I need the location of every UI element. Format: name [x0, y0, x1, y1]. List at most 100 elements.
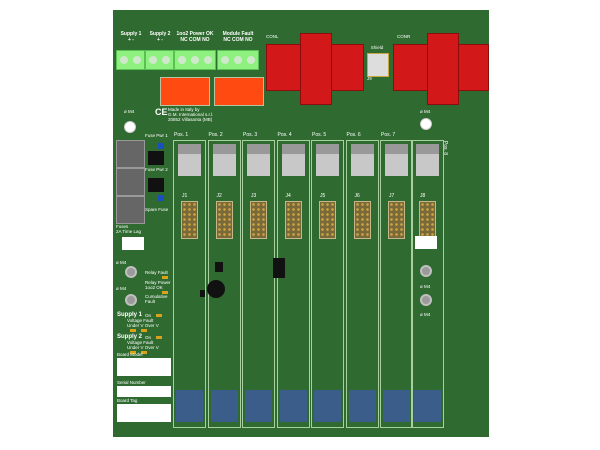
j9-label: J9 — [367, 76, 372, 81]
board-tag-label: Board Tag — [117, 398, 138, 403]
fuse-pwr2-label: Fuse Pwr 2 — [145, 167, 168, 172]
led — [156, 314, 162, 317]
module-socket — [281, 144, 305, 176]
hole-label: ø M4 — [420, 312, 431, 317]
module-slot: J6 — [345, 140, 379, 428]
fuse — [148, 178, 164, 192]
fuse-holder — [116, 196, 145, 224]
under-over-label: Under V Over V — [127, 323, 159, 328]
module-bottom-pad — [245, 390, 272, 422]
pin-header — [388, 201, 405, 239]
led — [156, 336, 162, 339]
pin-header — [284, 201, 302, 239]
relay-fault-label: Relay Fault — [145, 270, 168, 275]
mounting-hole — [420, 118, 432, 130]
module-socket — [247, 144, 270, 176]
terminal-block-supply2 — [145, 50, 174, 70]
on-label: On — [145, 313, 152, 318]
mounting-hole — [125, 266, 137, 278]
position-label: Pos. 4 — [277, 132, 292, 138]
cumulative-fault-label: Cumulative Fault — [145, 294, 168, 304]
hole-label: ø M4 — [116, 286, 127, 291]
serial-number-label: Serial Number — [117, 380, 146, 385]
module-bottom-pad — [176, 390, 203, 422]
j-label: J8 — [420, 193, 426, 199]
maker-line3: 20852 Villasanta (MB) — [168, 117, 213, 122]
fuse-pwr1-label: Fuse Pwr 1 — [145, 133, 168, 138]
module-bottom-pad — [314, 390, 341, 422]
module-bottom-pad — [348, 390, 376, 422]
module-socket — [316, 144, 339, 176]
voltage-fault-label: Voltage Fault — [127, 318, 154, 323]
pin-header — [419, 201, 436, 239]
label-pad — [122, 237, 144, 250]
fuse-holder — [116, 168, 145, 196]
module-slot: J8 — [411, 140, 444, 428]
terminal-label: Supply 1 — [120, 31, 142, 37]
hole-label: ø M4 — [420, 109, 431, 114]
module-slot: J5 — [311, 140, 344, 428]
led — [162, 291, 168, 294]
board-model-label: Board Model — [117, 352, 143, 357]
under-over-label: Under V Over V — [127, 345, 159, 350]
hole-label: ø M4 — [420, 284, 431, 289]
ic-chip — [200, 290, 205, 297]
terminal-label: Supply 2 — [149, 31, 171, 37]
pin-header — [353, 201, 371, 239]
on-label: On — [145, 335, 152, 340]
inductor — [207, 280, 225, 298]
module-slot: J3 — [242, 140, 275, 428]
ic-chip — [215, 262, 223, 272]
spare-fuse-label: Spare Fuse — [145, 207, 169, 212]
terminal-label: Module Fault — [222, 31, 254, 37]
j-label: J7 — [389, 193, 395, 199]
position-label: Pos. 2 — [208, 132, 223, 138]
j-label: J3 — [251, 193, 257, 199]
module-socket — [350, 144, 374, 176]
position-label: Pos. 7 — [381, 132, 396, 138]
maker-line2: G.M. International s.r.l. — [168, 112, 214, 117]
module-slot: J1 — [173, 140, 206, 428]
module-slot: J7 — [380, 140, 413, 428]
mounting-hole — [125, 294, 137, 306]
hole-label: ø M4 — [116, 260, 127, 265]
mounting-hole — [420, 265, 432, 277]
connector-right-latch — [427, 33, 459, 105]
shield-label: Shield — [370, 45, 384, 50]
module-socket — [178, 144, 201, 176]
terminal-polarity: + - — [128, 37, 134, 43]
connector-left-latch — [300, 33, 332, 105]
position-label: Pos. 3 — [243, 132, 258, 138]
led — [130, 329, 136, 332]
led — [158, 195, 164, 201]
position-label: Pos. 1 — [174, 132, 189, 138]
led — [130, 351, 136, 354]
relay-power-label: Relay Power 1oo2 OK — [145, 280, 171, 290]
supply2-label: Supply 2 — [117, 334, 143, 340]
led — [158, 143, 164, 149]
j-label: J4 — [285, 193, 291, 199]
module-bottom-pad — [414, 390, 441, 422]
module-bottom-pad — [210, 390, 238, 422]
pin-header — [215, 201, 233, 239]
module-bottom-pad — [383, 390, 410, 422]
terminal-pins: NC COM NO — [180, 37, 210, 43]
terminal-pins: NC COM NO — [223, 37, 253, 43]
module-socket — [416, 144, 439, 176]
j-label: J1 — [182, 193, 188, 199]
fuse-holder — [116, 140, 145, 168]
fuses-caption: Fuses — [116, 224, 129, 229]
module-socket — [212, 144, 236, 176]
terminal-label: 1oo2 Power OK — [176, 31, 214, 37]
serial-number-field — [117, 386, 171, 397]
module-socket — [385, 144, 408, 176]
ce-mark: CE — [155, 107, 168, 117]
label-pad — [415, 236, 437, 249]
position-label: Pos. 5 — [312, 132, 327, 138]
hole-label: ø M4 — [124, 109, 135, 114]
pin-header — [319, 201, 336, 239]
fuse — [148, 151, 164, 165]
ic-chip — [273, 258, 285, 278]
position-label: Pos. 8 — [442, 140, 449, 156]
shield-terminal — [367, 53, 389, 77]
